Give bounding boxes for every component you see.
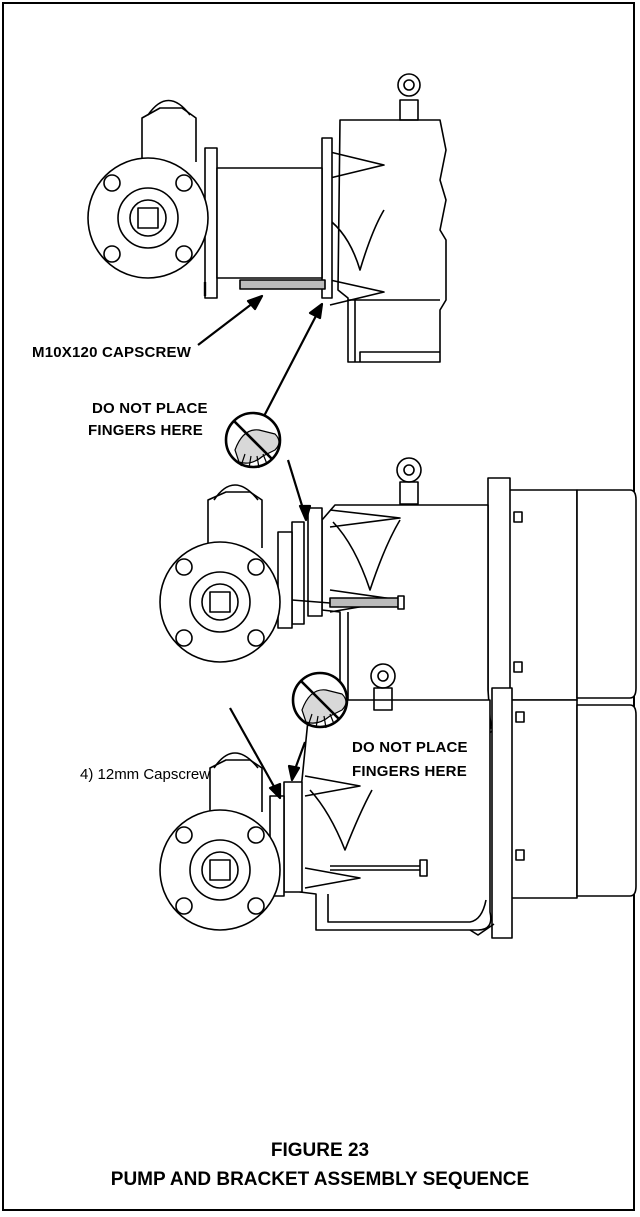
warning-label-2-line1: DO NOT PLACE [352, 739, 468, 756]
step-2-pump-and-bracket [159, 457, 637, 741]
figure-title: PUMP AND BRACKET ASSEMBLY SEQUENCE [110, 1169, 530, 1190]
warning-label-1-line1: DO NOT PLACE [92, 400, 208, 417]
bracket-body [321, 73, 447, 363]
step-2-leader [286, 459, 312, 522]
step-1-pump-and-bracket [87, 73, 447, 363]
pinch-hazard-hand-icon [224, 411, 282, 469]
step-1-leaders [197, 294, 324, 421]
12mm-capscrew-label: 4) 12mm Capscrew [80, 766, 211, 783]
pinch-hazard-hand-icon [291, 671, 349, 729]
m10-capscrew-2 [329, 597, 401, 608]
figure-number: FIGURE 23 [270, 1140, 370, 1161]
12mm-capscrew [419, 859, 428, 877]
m10-capscrew-label: M10X120 CAPSCREW [32, 344, 192, 361]
warning-label-2-line2: FINGERS HERE [352, 763, 467, 780]
step-3-pump-and-bracket [159, 663, 637, 939]
warning-label-1-line2: FINGERS HERE [88, 422, 203, 439]
step-3-leaders [229, 707, 307, 800]
m10-capscrew-1 [239, 279, 326, 290]
